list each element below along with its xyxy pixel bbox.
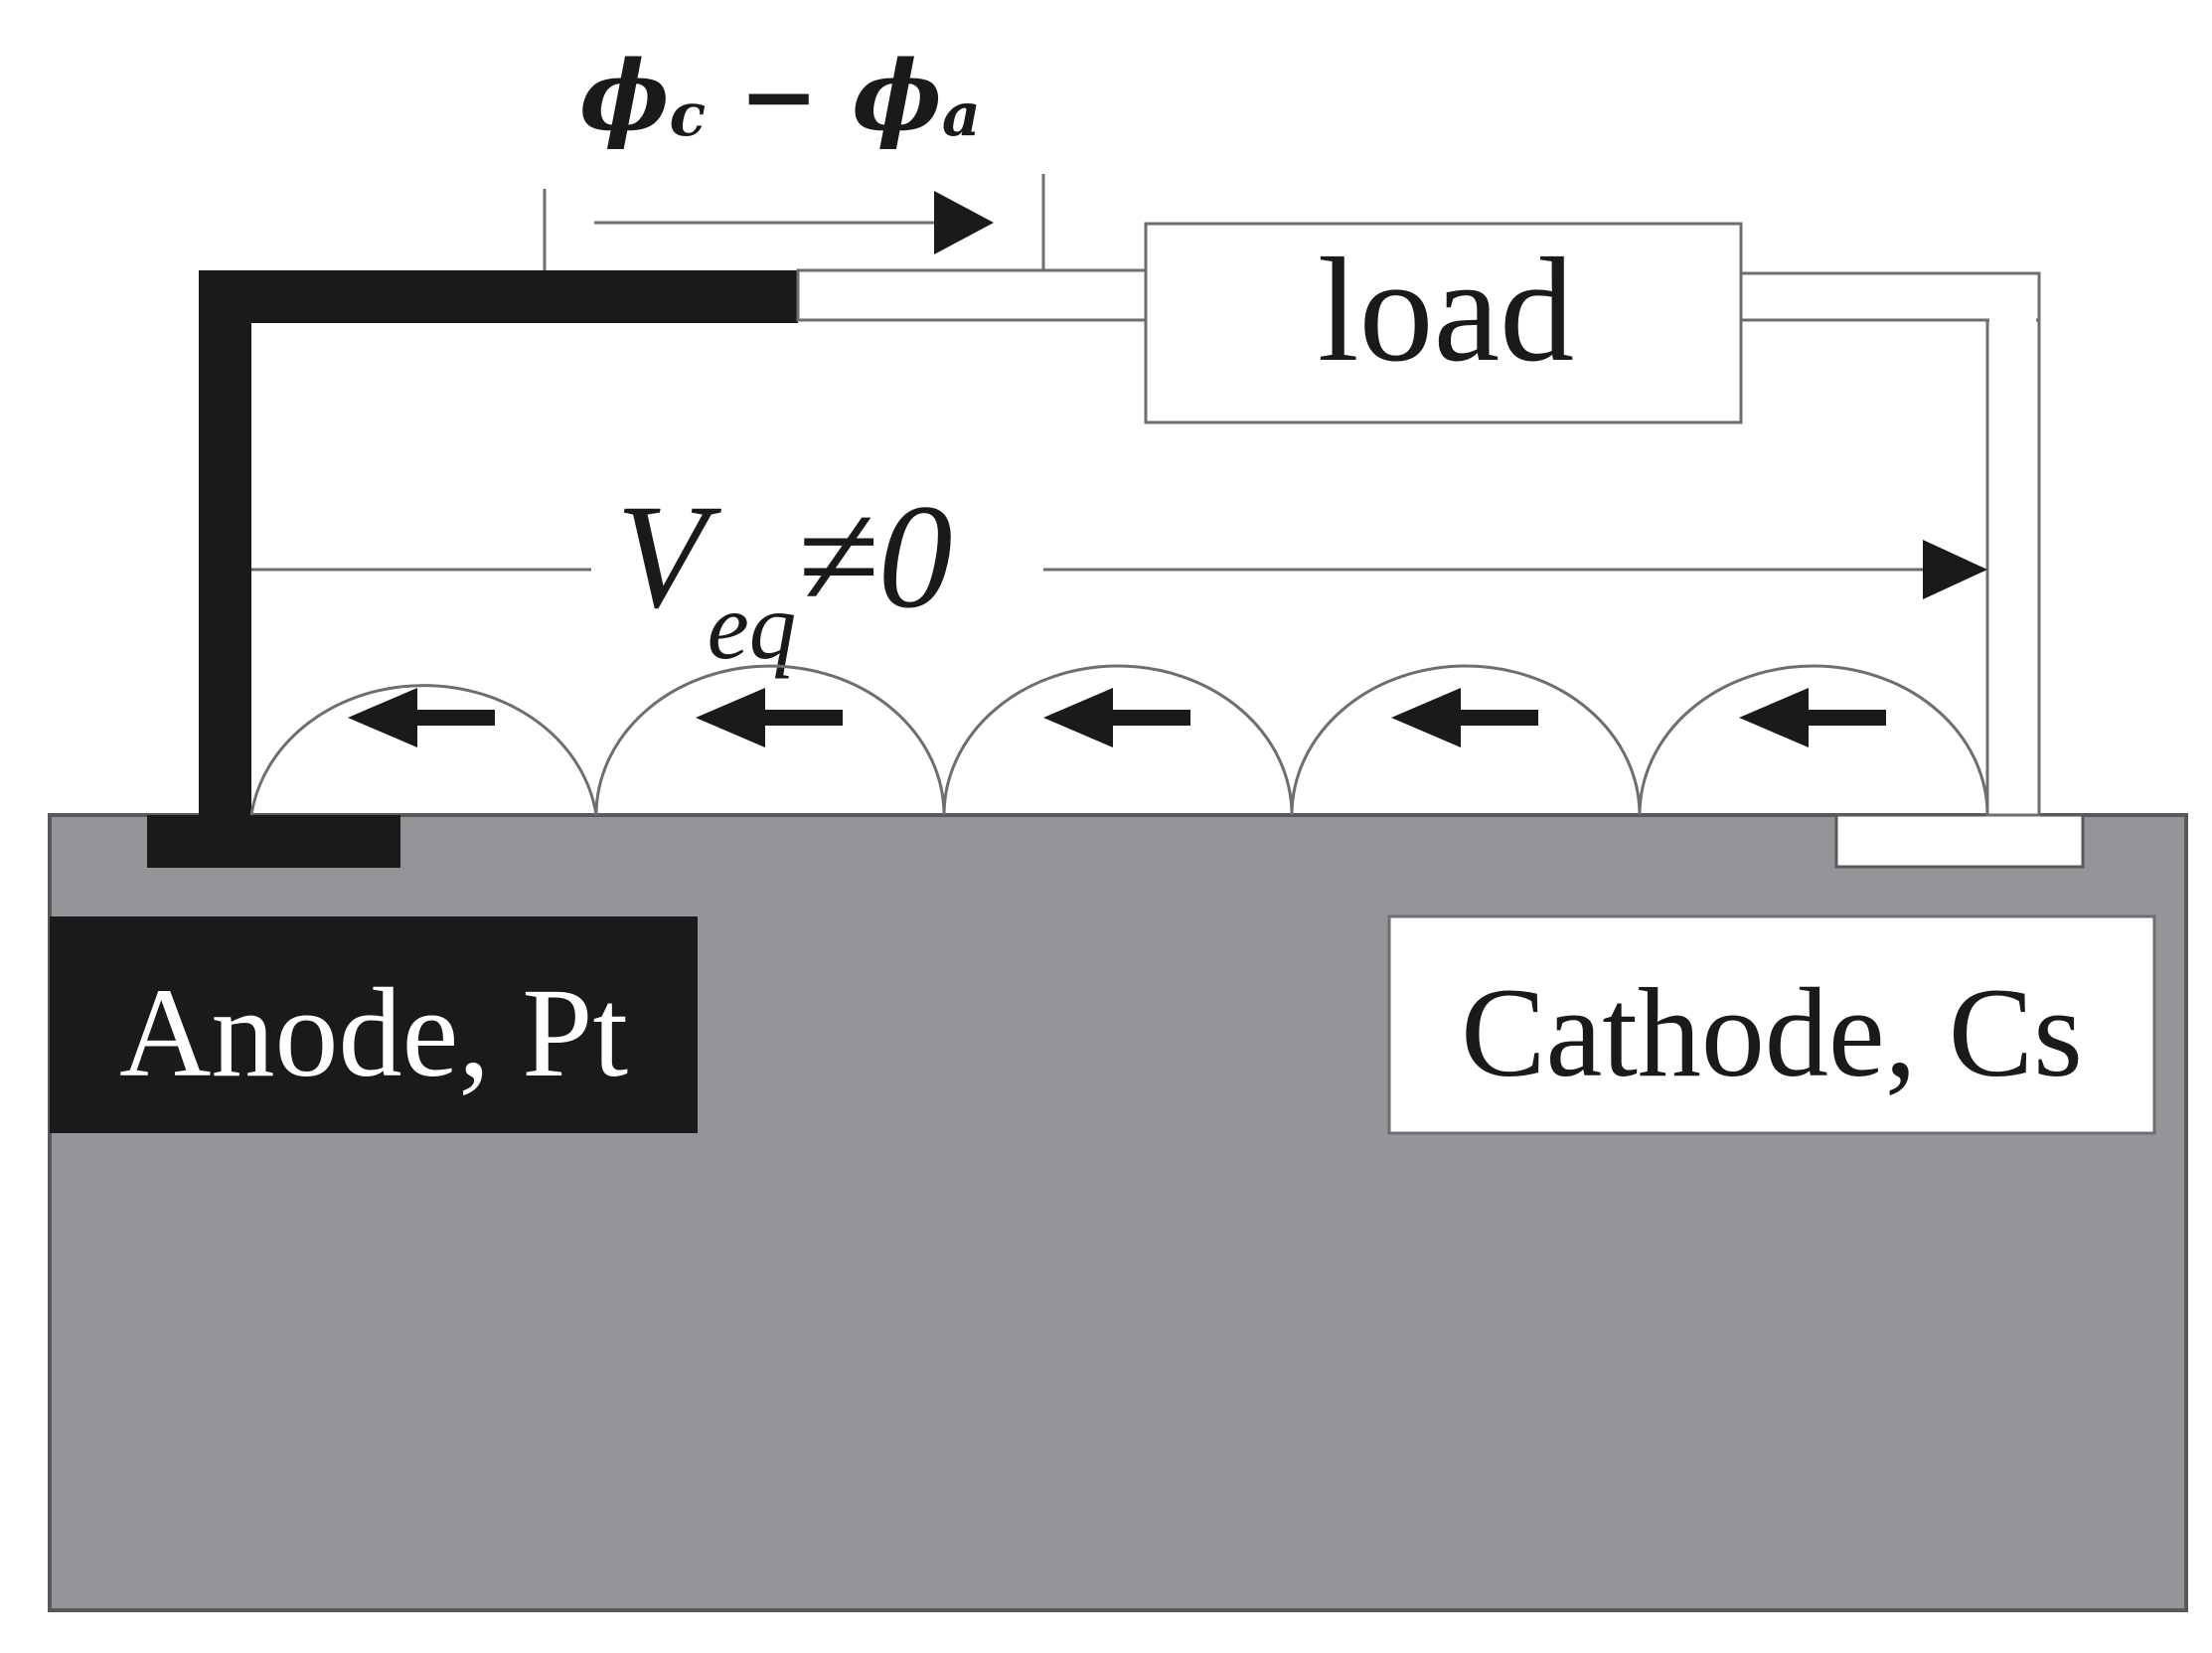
anode-foot <box>147 815 400 868</box>
anode-label: Anode, Pt <box>119 962 628 1103</box>
wire-corner-fill <box>1989 276 2036 322</box>
arc-3 <box>942 664 1294 816</box>
left-arrow-icon <box>696 688 843 747</box>
current-arrows <box>348 688 1886 747</box>
wire-anode-to-load <box>796 268 1148 322</box>
arc-2 <box>594 664 946 816</box>
left-arrow-icon <box>1043 688 1190 747</box>
potential-difference-marker <box>543 174 1045 270</box>
left-arrow-icon <box>1391 688 1538 747</box>
cathode-foot <box>1834 813 2085 869</box>
load-label: load <box>1318 228 1574 393</box>
anode-lead-vertical <box>199 270 251 815</box>
veq-relation: ≠0 <box>796 474 952 639</box>
anode-lead <box>147 270 798 868</box>
anode-lead-top <box>199 270 798 323</box>
arc-4 <box>1290 664 1642 816</box>
phi-a: ϕ <box>852 40 941 152</box>
wire-down-to-cathode <box>1985 318 2041 817</box>
left-arrow-icon <box>1739 688 1886 747</box>
current-arcs <box>249 664 1989 816</box>
veq-label: Veq≠0 <box>616 474 953 679</box>
phi-c-subscript: c <box>670 81 707 150</box>
phi-c: ϕ <box>579 40 669 152</box>
potential-difference-label: ϕc − ϕa <box>579 40 980 152</box>
veq-v: V <box>616 474 722 639</box>
phi-a-subscript: a <box>942 81 981 150</box>
load-box <box>1144 222 1743 424</box>
cathode-label: Cathode, Cs <box>1461 962 2083 1103</box>
right-arrow-icon <box>934 191 994 254</box>
veq-subscript: eq <box>708 574 797 679</box>
right-arrow-icon <box>1923 540 1987 599</box>
anode-label-box <box>50 916 698 1133</box>
cathode-label-box <box>1387 914 2156 1135</box>
arc-5 <box>1638 664 1989 816</box>
left-arrow-icon <box>348 688 495 747</box>
arc-1 <box>249 684 598 816</box>
minus-sign: − <box>706 40 852 152</box>
